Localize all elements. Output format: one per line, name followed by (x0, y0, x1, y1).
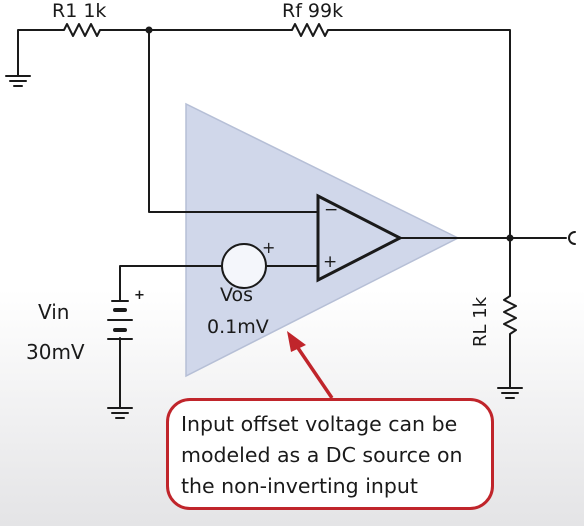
ground-rl (497, 387, 523, 399)
vin-value: 30mV (26, 340, 85, 364)
r1-resistor (55, 23, 111, 37)
vos-source (221, 243, 267, 289)
vin-battery (107, 300, 133, 340)
callout-box: Input offset voltage can be modeled as a… (166, 398, 494, 510)
callout-line-2: modeled as a DC source on (181, 443, 463, 467)
ground-vin (107, 407, 133, 419)
rl-resistor (503, 289, 517, 389)
vin-name: Vin (38, 300, 70, 324)
output-terminal (568, 231, 576, 245)
opamp-model-triangle (185, 102, 460, 378)
callout-line-1: Input offset voltage can be (181, 412, 458, 436)
callout-line-3: the non-inverting input (181, 474, 418, 498)
callout-arrow (296, 347, 334, 399)
wire-r1-ground (17, 29, 57, 77)
vos-value: 0.1mV (207, 316, 269, 338)
ground-r1 (5, 75, 31, 87)
wire-inverting-input (148, 29, 319, 213)
rf-label: Rf 99k (282, 0, 344, 22)
opamp-minus-sign: − (324, 200, 339, 220)
vos-name: Vos (220, 284, 254, 306)
rl-label: RL 1k (470, 296, 491, 347)
vin-plus-sign: + (134, 288, 145, 303)
opamp-plus-sign: + (323, 252, 338, 272)
wire-feedback (335, 29, 511, 239)
opamp-triangle (316, 193, 404, 283)
rf-resistor (284, 23, 337, 37)
junction-output (506, 234, 514, 242)
callout-arrowhead (287, 331, 306, 352)
r1-label: R1 1k (52, 0, 107, 22)
wire-vin-to-vos (119, 265, 223, 301)
vos-plus-sign: + (262, 238, 276, 257)
junction-top (145, 26, 153, 34)
